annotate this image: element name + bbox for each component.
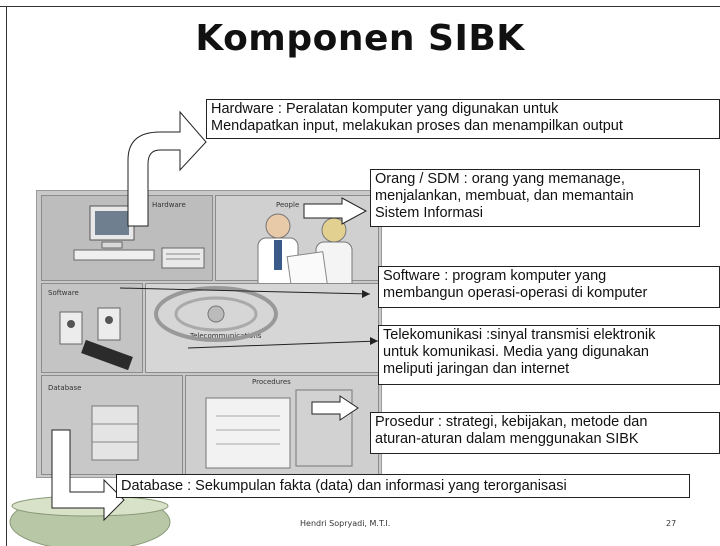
slide-frame-top-border — [0, 6, 720, 7]
tile-hardware: Hardware — [41, 195, 213, 281]
hardware-block-arrow — [127, 110, 207, 227]
computer-icon — [73, 205, 205, 269]
network-icon — [154, 286, 278, 342]
procedure-block-arrow — [311, 395, 359, 421]
callout-software-line1: Software : program komputer yang — [383, 268, 607, 284]
callout-people-line3: Sistem Informasi — [375, 205, 483, 221]
callout-hardware-line2: Mendapatkan input, melakukan proses dan … — [211, 118, 623, 134]
tile-telecommunications-label: Telecommunications — [190, 332, 262, 340]
callout-people: Orang / SDM : orang yang memanage, menja… — [370, 169, 700, 227]
callout-database: Database : Sekumpulan fakta (data) dan i… — [116, 474, 690, 498]
callout-procedure: Prosedur : strategi, kebijakan, metode d… — [370, 412, 720, 454]
callout-people-line2: menjalankan, membuat, dan memantain — [375, 188, 634, 204]
tile-procedures-label: Procedures — [252, 378, 291, 386]
software-arrow-head — [362, 290, 370, 298]
footer-page-number: 27 — [666, 519, 677, 528]
callout-telecom-line3: meliputi jaringan dan internet — [383, 361, 570, 377]
tile-hardware-label: Hardware — [152, 201, 186, 209]
callout-telecom-line2: untuk komunikasi. Media yang digunakan — [383, 344, 649, 360]
telecom-line-arrow — [187, 340, 379, 349]
callout-software: Software : program komputer yang membang… — [378, 266, 720, 308]
tile-database-label: Database — [48, 384, 82, 392]
callout-procedure-line2: aturan-aturan dalam menggunakan SIBK — [375, 431, 639, 447]
tile-telecommunications: Telecommunications — [145, 283, 379, 373]
database-block-arrow — [51, 429, 125, 522]
telecom-arrow-head — [370, 337, 378, 345]
slide-title: Komponen SIBK — [195, 18, 525, 59]
callout-hardware: Hardware : Peralatan komputer yang digun… — [206, 99, 720, 139]
callout-database-line1: Database : Sekumpulan fakta (data) dan i… — [121, 478, 567, 494]
tile-people-label: People — [276, 201, 300, 209]
is-components-collage: Hardware People Softwar — [36, 190, 382, 478]
callout-procedure-line1: Prosedur : strategi, kebijakan, metode d… — [375, 414, 648, 430]
callout-telecom: Telekomunikasi :sinyal transmisi elektro… — [378, 325, 720, 385]
software-disks-icon — [59, 307, 133, 371]
footer-author: Hendri Sopryadi, M.T.I. — [300, 519, 391, 528]
people-block-arrow — [303, 197, 368, 225]
software-line-arrow — [119, 287, 371, 295]
callout-people-line1: Orang / SDM : orang yang memanage, — [375, 171, 625, 187]
tile-software-label: Software — [48, 289, 79, 297]
callout-software-line2: membangun operasi-operasi di komputer — [383, 285, 648, 301]
database-icon — [91, 405, 139, 461]
callout-telecom-line1: Telekomunikasi :sinyal transmisi elektro… — [383, 327, 656, 343]
tile-software: Software — [41, 283, 143, 373]
slide-frame-left-border — [6, 6, 7, 546]
tile-database: Database — [41, 375, 183, 475]
callout-hardware-line1: Hardware : Peralatan komputer yang digun… — [211, 101, 559, 117]
